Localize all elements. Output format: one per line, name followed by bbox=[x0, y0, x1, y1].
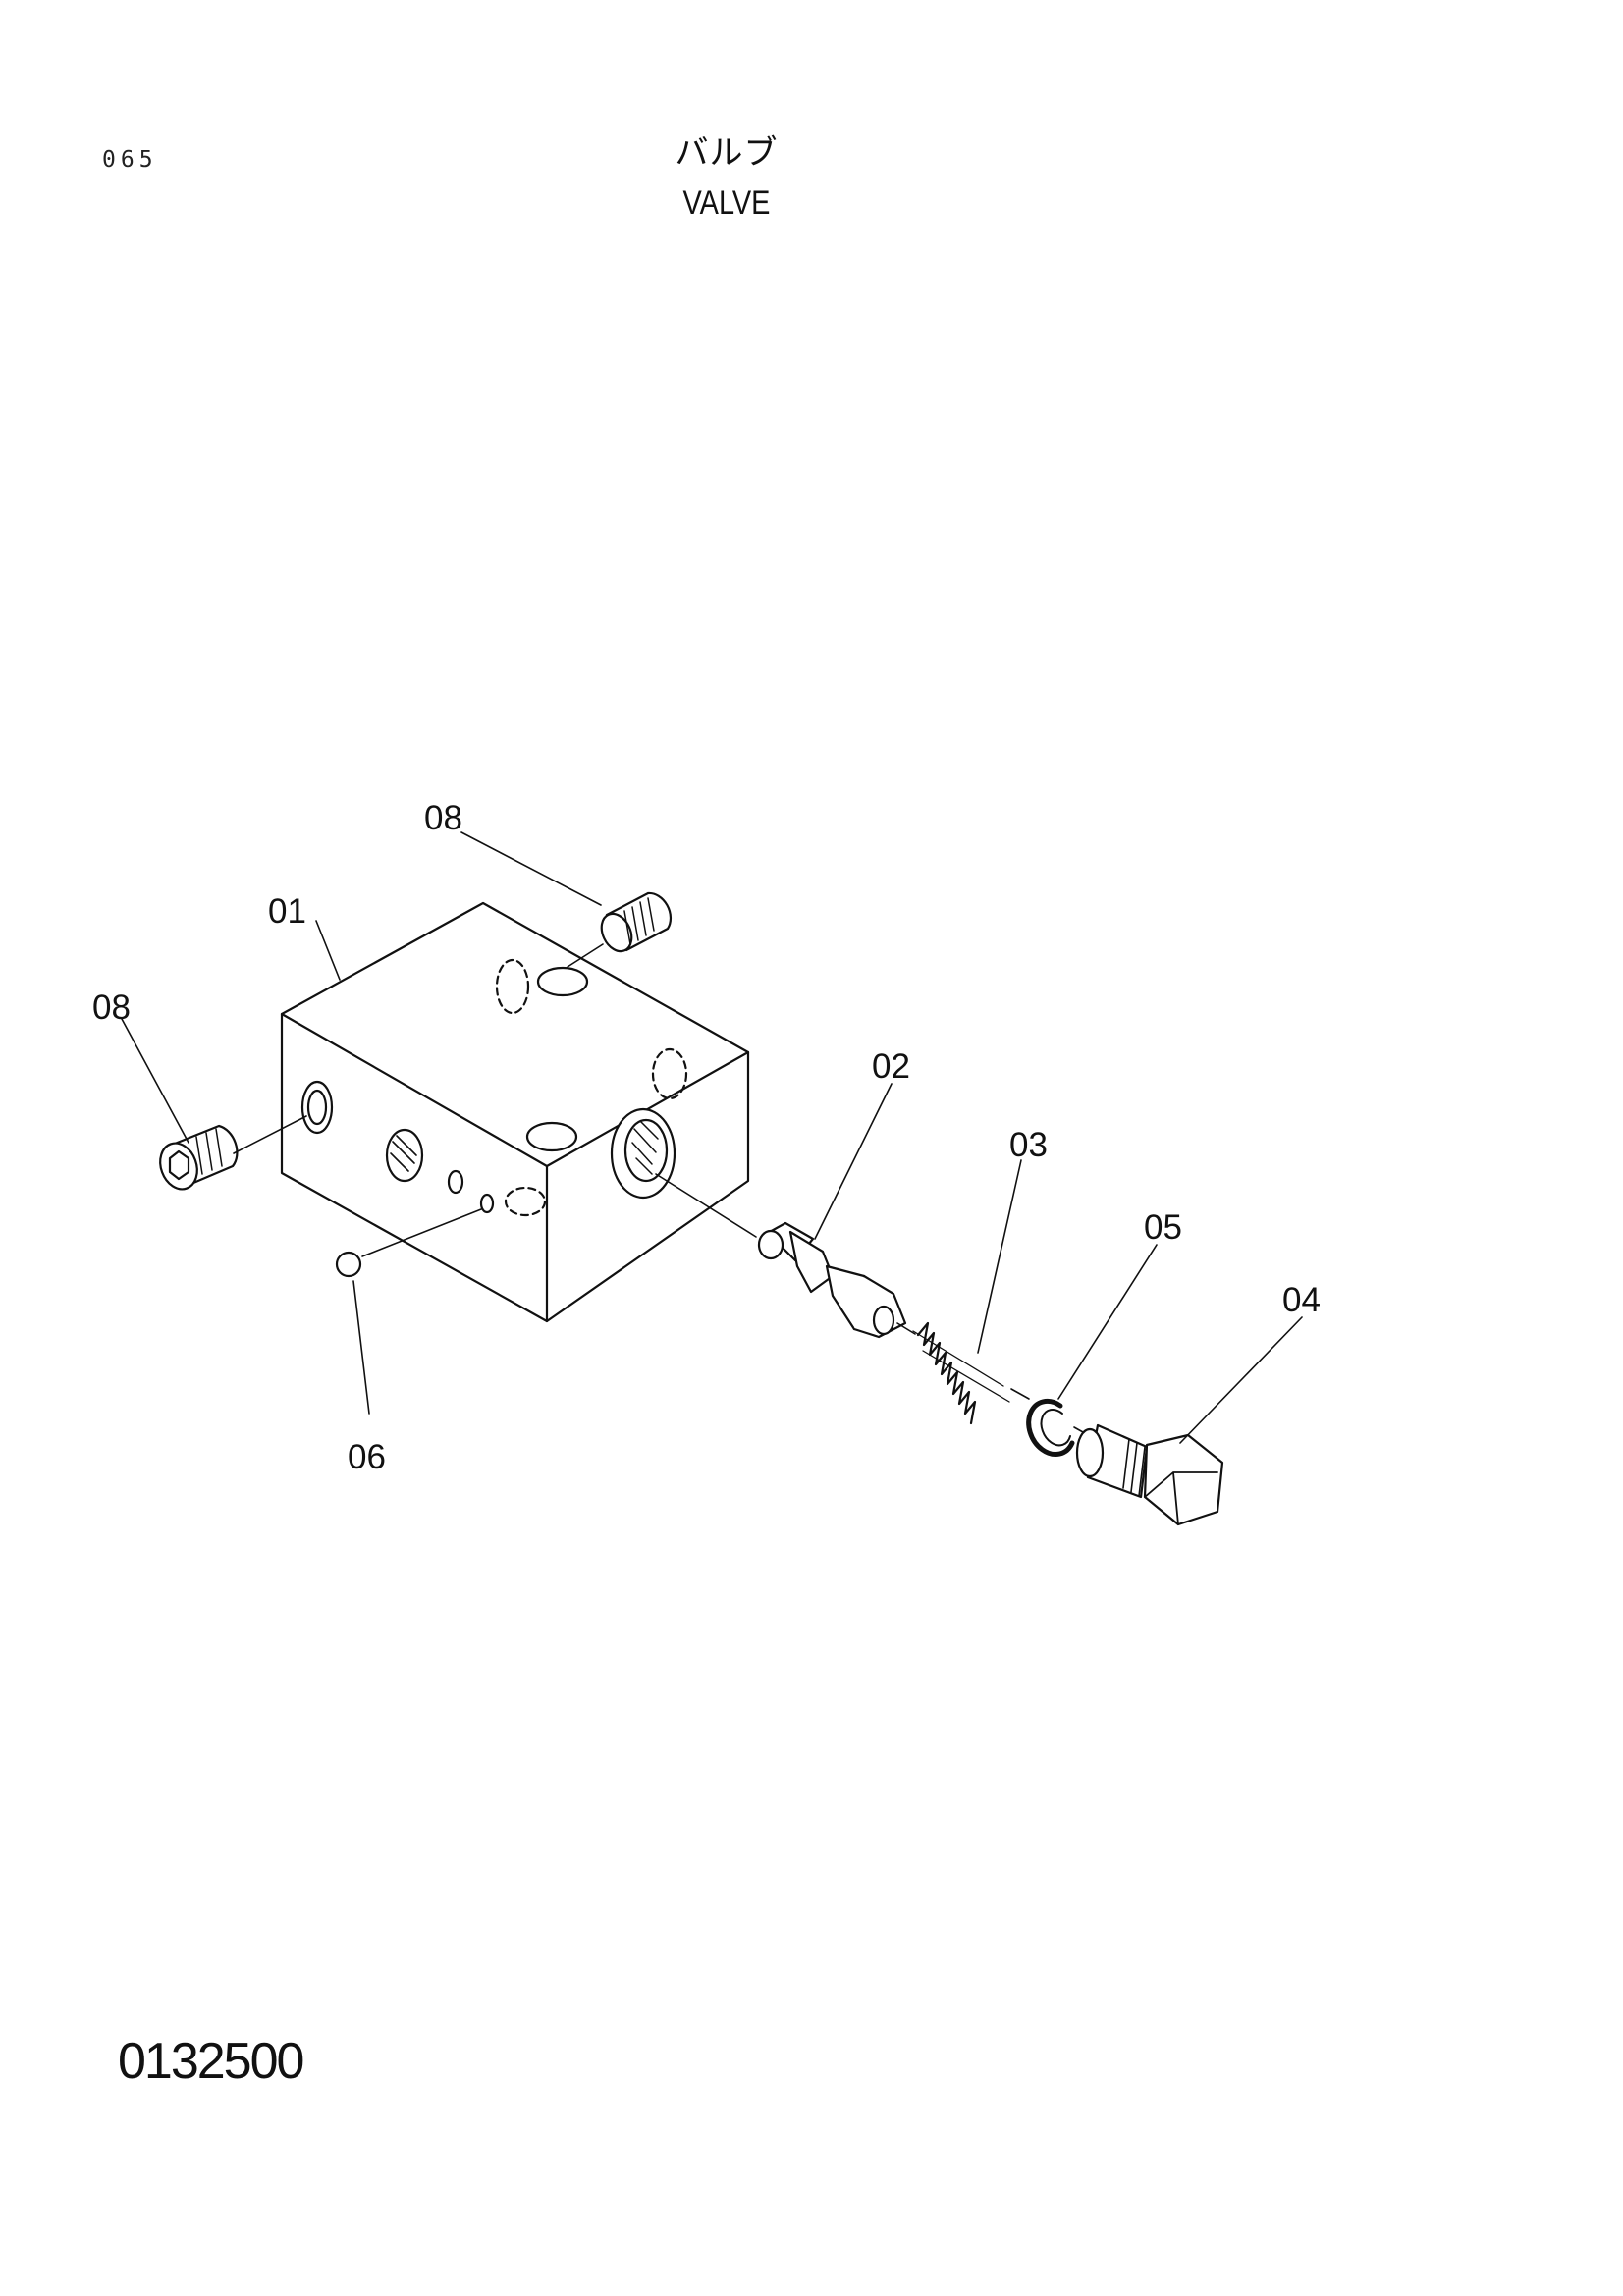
ball-06 bbox=[335, 1208, 482, 1278]
title-english: VALVE bbox=[682, 185, 771, 222]
spring-03 bbox=[912, 1321, 1030, 1425]
callout-01: 01 bbox=[268, 892, 306, 931]
plug-08-left bbox=[159, 1115, 307, 1191]
callout-08-left: 08 bbox=[92, 988, 131, 1027]
page-number: 065 bbox=[102, 147, 158, 173]
callout-08-top: 08 bbox=[424, 799, 462, 837]
callout-03: 03 bbox=[1009, 1126, 1048, 1164]
hex-plug-04 bbox=[1073, 1423, 1224, 1526]
callout-06: 06 bbox=[348, 1438, 386, 1476]
reference-code: 0132500 bbox=[118, 2033, 304, 2090]
title-japanese: バルブ bbox=[675, 133, 779, 173]
callout-02: 02 bbox=[872, 1047, 910, 1086]
valve-body-block bbox=[280, 901, 750, 1323]
callout-05: 05 bbox=[1144, 1208, 1182, 1247]
plug-08-top bbox=[567, 891, 673, 968]
ring-05 bbox=[1026, 1398, 1075, 1458]
leader-lines bbox=[121, 831, 1303, 1444]
poppet-02 bbox=[655, 1173, 916, 1339]
callout-04: 04 bbox=[1282, 1281, 1321, 1319]
